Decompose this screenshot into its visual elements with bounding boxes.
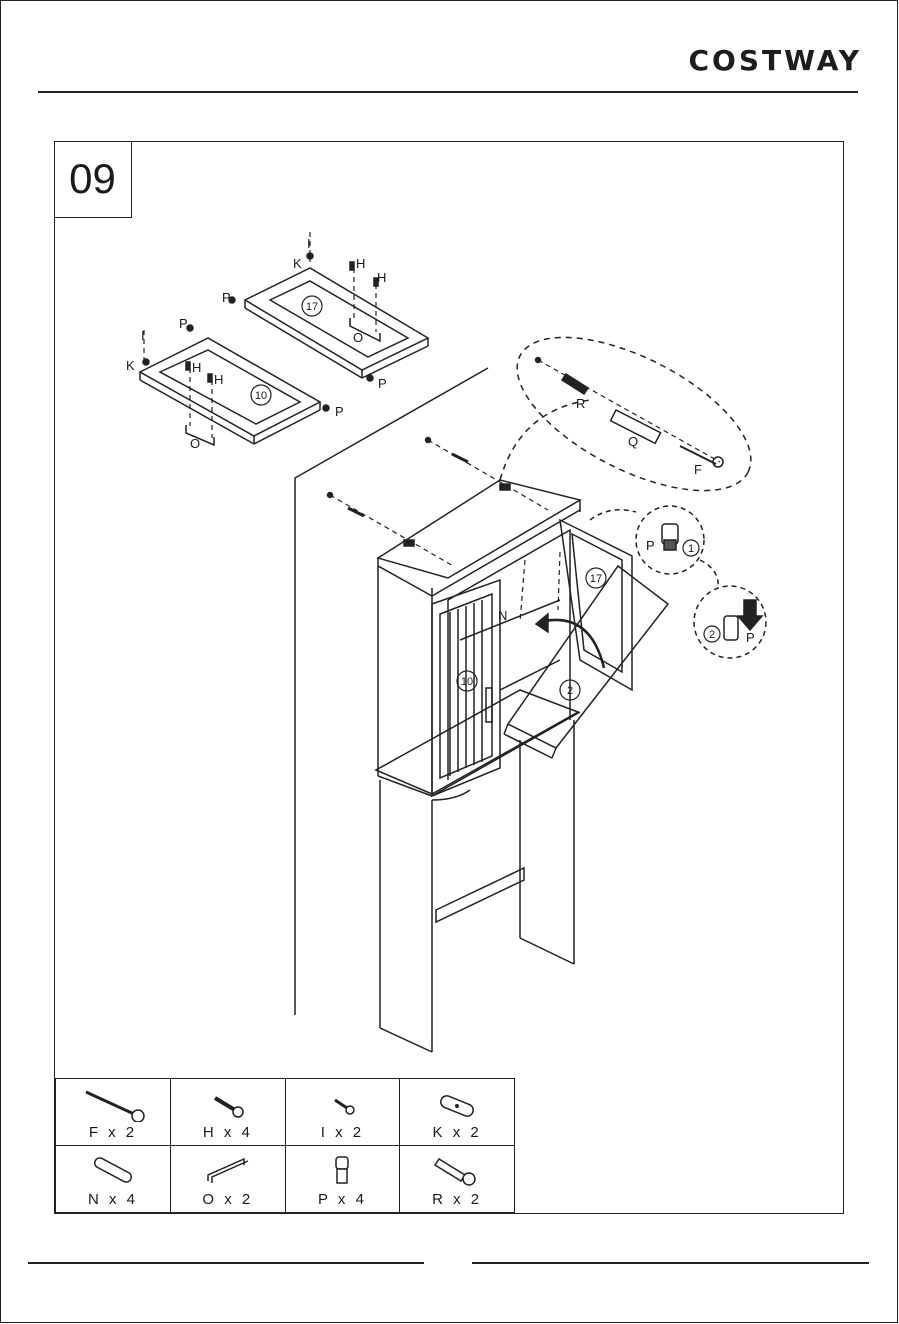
- label-p-lower-right: P: [335, 404, 344, 419]
- label-h-lower-1: H: [192, 360, 201, 375]
- label-o-lower: O: [190, 436, 200, 451]
- part-label-f: F x 2: [56, 1124, 170, 1145]
- rotate-arrow: [540, 620, 604, 668]
- label-i-lower: I: [141, 328, 145, 343]
- wall-outline: [295, 368, 488, 1015]
- footer-rule-right: [472, 1262, 869, 1264]
- part-cell-n: N x 4: [56, 1146, 171, 1213]
- upper-cabinet: [378, 480, 668, 796]
- part-number-10-top: 10: [255, 390, 267, 402]
- label-p-detail-2: P: [746, 630, 755, 645]
- long-screw-icon: [78, 1086, 148, 1122]
- label-p-lower-left: P: [179, 316, 188, 331]
- part-cell-p: P x 4: [285, 1146, 400, 1213]
- step-marker-2-door: 2: [567, 685, 573, 697]
- label-q: Q: [628, 434, 638, 449]
- part-cell-k: K x 2: [400, 1079, 515, 1146]
- label-k-lower: K: [126, 358, 135, 373]
- door-panel-10: [140, 338, 320, 445]
- part-cell-o: O x 2: [170, 1146, 285, 1213]
- label-p-top-right: P: [378, 376, 387, 391]
- footer-rule-left: [28, 1262, 424, 1264]
- part-label-i: I x 2: [286, 1124, 400, 1145]
- dowel-icon: [83, 1153, 143, 1189]
- door-panel-17: [245, 268, 428, 378]
- part-label-p: P x 4: [286, 1191, 400, 1212]
- short-screw-icon: [317, 1086, 367, 1122]
- label-h-top-1: H: [356, 256, 365, 271]
- plate-icon: [432, 1086, 482, 1122]
- label-k-top: K: [293, 256, 302, 271]
- part-label-h: H x 4: [171, 1124, 285, 1145]
- label-f: F: [694, 462, 702, 477]
- part-number-17-top: 17: [306, 301, 318, 313]
- part-number-17-cabinet: 17: [590, 573, 602, 585]
- step-marker-2: 2: [709, 629, 715, 641]
- label-o-top: O: [353, 330, 363, 345]
- part-label-o: O x 2: [171, 1191, 285, 1212]
- label-n: N: [498, 608, 507, 623]
- label-i-top: I: [307, 236, 311, 251]
- handle-icon: [198, 1153, 258, 1189]
- part-cell-h: H x 4: [170, 1079, 285, 1146]
- label-r: R: [576, 396, 585, 411]
- part-number-10-cabinet: 10: [461, 676, 473, 688]
- label-p-top-left: P: [222, 290, 231, 305]
- part-label-r: R x 2: [400, 1191, 514, 1212]
- swinging-door: [508, 566, 668, 748]
- label-h-top-2: H: [377, 270, 386, 285]
- part-cell-r: R x 2: [400, 1146, 515, 1213]
- part-label-n: N x 4: [56, 1191, 170, 1212]
- part-cell-f: F x 2: [56, 1079, 171, 1146]
- step-marker-1: 1: [688, 543, 694, 555]
- bumper-icon: [322, 1153, 362, 1189]
- screw-icon: [203, 1086, 253, 1122]
- anchor-icon: [427, 1153, 487, 1189]
- parts-table: F x 2 H x 4 I x 2 K x 2: [55, 1078, 515, 1213]
- label-h-lower-2: H: [214, 372, 223, 387]
- label-p-detail-1: P: [646, 538, 655, 553]
- part-label-k: K x 2: [400, 1124, 514, 1145]
- part-cell-i: I x 2: [285, 1079, 400, 1146]
